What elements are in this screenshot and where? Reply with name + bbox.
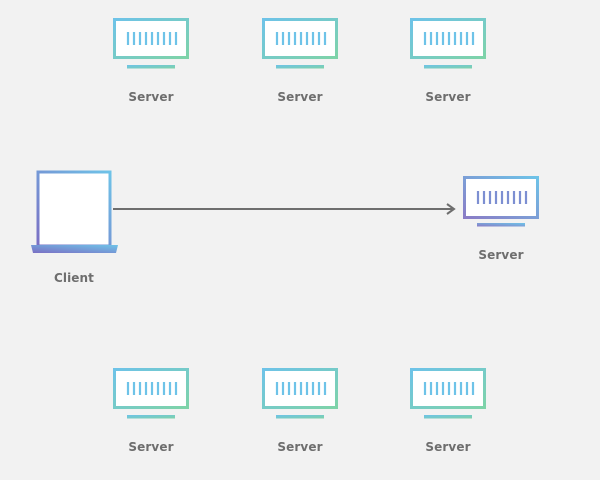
laptop-icon (31, 170, 118, 253)
server-icon (113, 368, 189, 419)
server-node-top-1: Server (101, 18, 201, 113)
server-node-top-3: Server (398, 18, 498, 113)
server-icon (113, 18, 189, 69)
server-label: Server (128, 90, 174, 104)
server-label: Server (425, 90, 471, 104)
target-server-node: Server (451, 176, 551, 271)
server-icon (463, 176, 539, 227)
client-node: Client (24, 169, 124, 294)
server-icon (262, 18, 338, 69)
server-icon (410, 18, 486, 69)
server-node-bottom-3: Server (398, 368, 498, 463)
server-node-bottom-2: Server (250, 368, 350, 463)
server-icon (262, 368, 338, 419)
client-label: Client (53, 271, 95, 285)
server-label: Server (128, 440, 174, 454)
server-node-top-2: Server (250, 18, 350, 113)
server-icon (410, 368, 486, 419)
target-server-label: Server (478, 248, 524, 262)
server-label: Server (425, 440, 471, 454)
server-label: Server (277, 90, 323, 104)
server-label: Server (277, 440, 323, 454)
server-node-bottom-1: Server (101, 368, 201, 463)
